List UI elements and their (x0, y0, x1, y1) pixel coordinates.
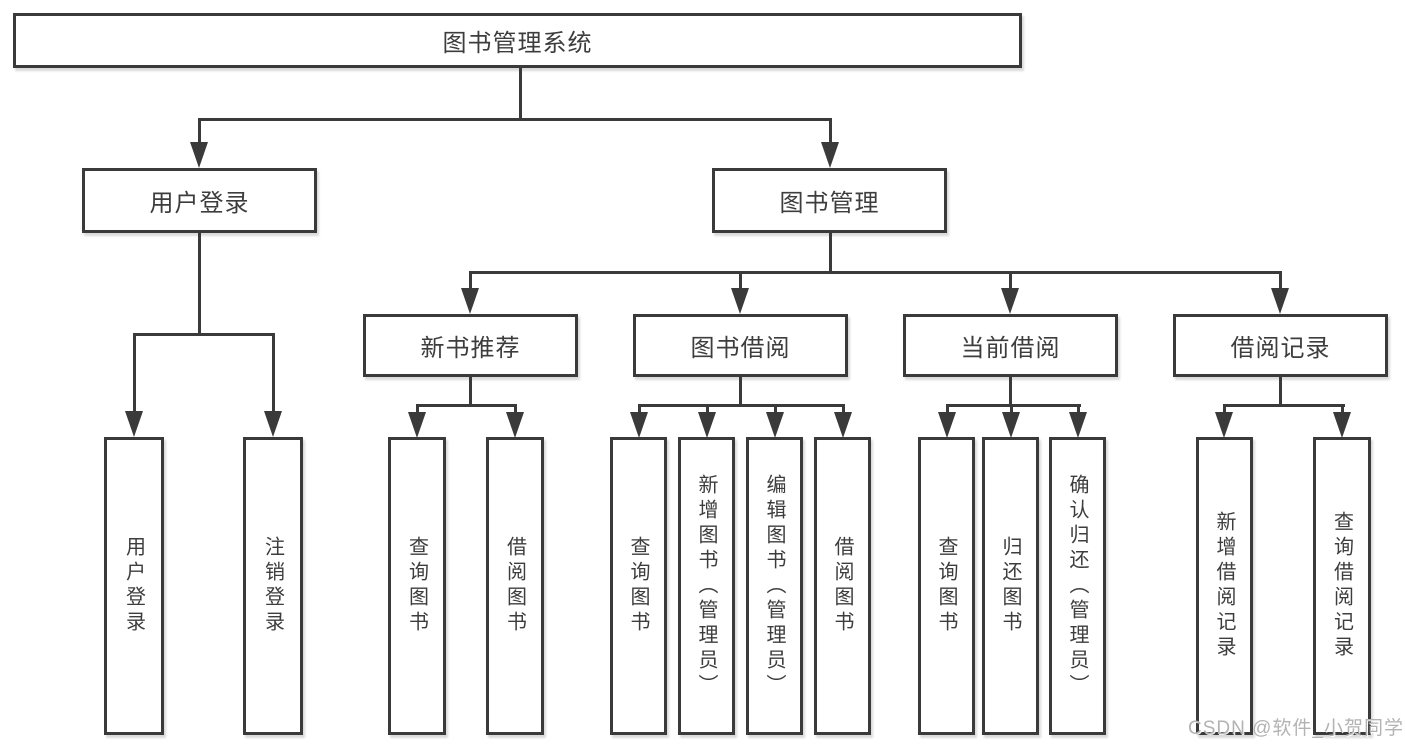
leaf-borrowing-add-books-admin: 新增图书（管理员） (678, 437, 735, 735)
connector-line (133, 333, 275, 336)
connector-line (946, 404, 949, 414)
leaf-borrowing-edit-books-admin-label: 编辑图书（管理员） (763, 473, 785, 699)
leaf-current-query-books-label: 查询图书 (935, 536, 957, 636)
connector-line (272, 333, 275, 411)
connector-line (1223, 404, 1226, 414)
leaf-borrowing-borrow-books-label: 借阅图书 (831, 536, 853, 636)
node-current-borrowing-label: 当前借阅 (960, 335, 1061, 362)
arrowhead-down (821, 142, 839, 168)
leaf-borrowing-query-books-label: 查询图书 (627, 536, 649, 636)
connector-line (469, 271, 1282, 274)
leaf-borrowing-borrow-books: 借阅图书 (814, 437, 871, 735)
arrowhead-down (461, 288, 479, 314)
connector-line (706, 404, 709, 414)
connector-line (514, 404, 517, 414)
connector-line (1009, 377, 1012, 406)
arrowhead-down (264, 411, 282, 437)
connector-line (1223, 404, 1345, 407)
watermark: CSDN @软件_小贺同学 (1188, 718, 1404, 739)
connector-line (198, 118, 832, 121)
connector-line (946, 404, 1081, 407)
node-new-book-recommend-label: 新书推荐 (420, 335, 521, 362)
leaf-user-login-label: 用户登录 (122, 536, 145, 636)
connector-line (416, 404, 517, 407)
leaf-record-add-borrow-record-label: 新增借阅记录 (1213, 511, 1235, 661)
connector-line (842, 404, 845, 414)
arrowhead-down (506, 412, 524, 438)
connector-line (1009, 271, 1012, 291)
connector-line (739, 271, 742, 291)
arrowhead-down (938, 412, 956, 438)
arrowhead-down (1271, 288, 1289, 314)
connector-line (1279, 377, 1282, 406)
leaf-record-query-borrow-record: 查询借阅记录 (1313, 437, 1371, 735)
leaf-current-return-books: 归还图书 (982, 437, 1039, 735)
arrowhead-down (125, 411, 143, 437)
leaf-user-login: 用户登录 (104, 437, 164, 735)
arrowhead-down (834, 412, 852, 438)
node-borrowing-records: 借阅记录 (1173, 314, 1388, 377)
leaf-newbook-borrow-books: 借阅图书 (486, 437, 544, 735)
leaf-newbook-borrow-books-label: 借阅图书 (503, 536, 526, 636)
arrowhead-down (630, 412, 648, 438)
node-root: 图书管理系统 (13, 13, 1022, 68)
arrowhead-down (1002, 412, 1020, 438)
connector-line (774, 404, 777, 414)
arrowhead-down (1333, 412, 1351, 438)
leaf-current-confirm-return-admin-label: 确认归还（管理员） (1066, 473, 1088, 699)
node-user-login-label: 用户登录 (149, 190, 250, 217)
connector-line (1341, 404, 1344, 414)
arrowhead-down (698, 412, 716, 438)
leaf-borrowing-edit-books-admin: 编辑图书（管理员） (746, 437, 803, 735)
connector-line (469, 271, 472, 291)
leaf-current-confirm-return-admin: 确认归还（管理员） (1049, 437, 1106, 735)
node-book-management: 图书管理 (712, 168, 947, 233)
connector-line (829, 233, 832, 274)
connector-line (1279, 271, 1282, 291)
arrowhead-down (190, 142, 208, 168)
connector-line (638, 404, 845, 407)
node-user-login: 用户登录 (82, 168, 317, 233)
arrowhead-down (731, 288, 749, 314)
connector-line (469, 377, 472, 406)
node-book-borrowing-label: 图书借阅 (690, 335, 791, 362)
leaf-borrowing-add-books-admin-label: 新增图书（管理员） (695, 473, 717, 699)
leaf-newbook-query-books: 查询图书 (388, 437, 446, 735)
node-new-book-recommend: 新书推荐 (363, 314, 578, 377)
node-root-label: 图书管理系统 (442, 30, 593, 57)
leaf-borrowing-query-books: 查询图书 (610, 437, 667, 735)
leaf-logout-label: 注销登录 (261, 536, 284, 636)
arrowhead-down (766, 412, 784, 438)
leaf-record-query-borrow-record-label: 查询借阅记录 (1330, 511, 1353, 661)
arrowhead-down (408, 412, 426, 438)
connector-line (198, 118, 201, 146)
connector-line (1010, 404, 1013, 414)
connector-line (133, 333, 136, 411)
connector-line (638, 404, 641, 414)
connector-line (198, 233, 201, 335)
leaf-logout: 注销登录 (243, 437, 303, 735)
node-book-borrowing: 图书借阅 (633, 314, 848, 377)
arrowhead-down (1069, 412, 1087, 438)
connector-line (829, 118, 832, 146)
connector-line (739, 377, 742, 406)
arrowhead-down (1001, 288, 1019, 314)
node-borrowing-records-label: 借阅记录 (1230, 335, 1331, 362)
leaf-current-query-books: 查询图书 (918, 437, 975, 735)
arrowhead-down (1215, 412, 1233, 438)
node-book-management-label: 图书管理 (779, 190, 880, 217)
connector-line (519, 68, 522, 120)
leaf-newbook-query-books-label: 查询图书 (405, 536, 428, 636)
connector-line (416, 404, 419, 414)
node-current-borrowing: 当前借阅 (903, 314, 1118, 377)
leaf-current-return-books-label: 归还图书 (999, 536, 1021, 636)
leaf-record-add-borrow-record: 新增借阅记录 (1196, 437, 1253, 735)
connector-line (1077, 404, 1080, 414)
